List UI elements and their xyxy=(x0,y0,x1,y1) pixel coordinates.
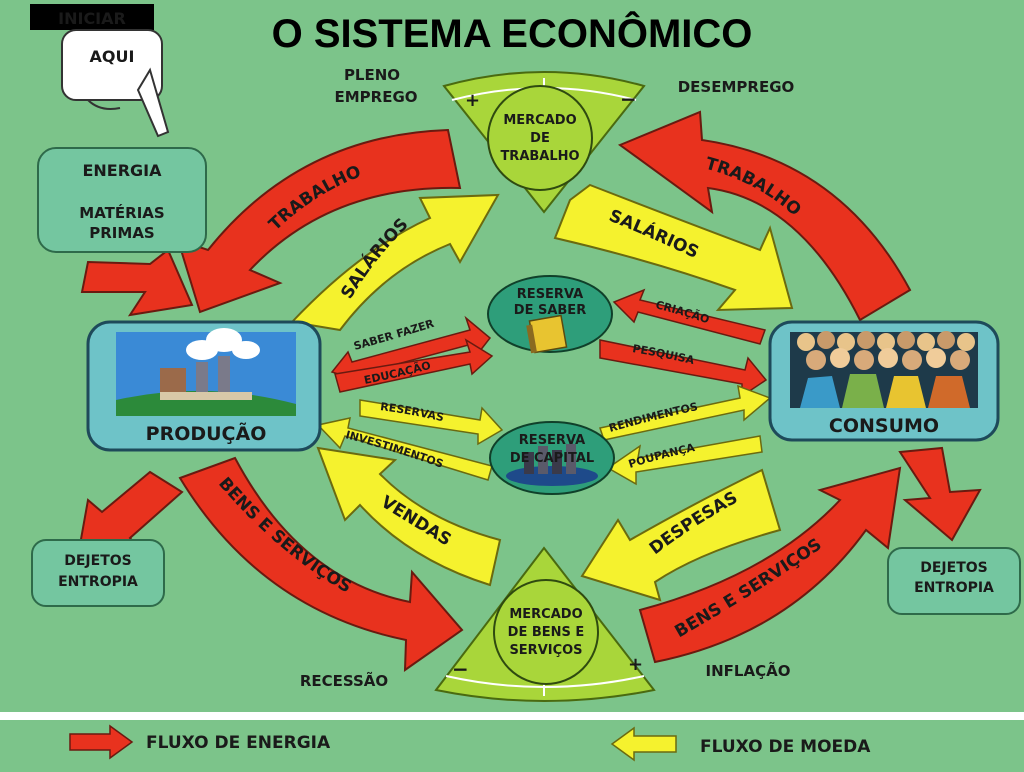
arrow-energia-in xyxy=(82,250,192,315)
desemprego-label: DESEMPREGO xyxy=(678,78,795,96)
goods-minus: − xyxy=(452,657,469,681)
waste-left-line1: DEJETOS xyxy=(64,553,132,569)
waste-right-line2: ENTROPIA xyxy=(914,580,994,596)
arrow-dejetos-right xyxy=(900,448,980,540)
knowledge-line2: DE SABER xyxy=(514,303,586,318)
labor-plus: + xyxy=(465,90,480,111)
labor-minus: − xyxy=(620,87,637,111)
materias-label: MATÉRIAS xyxy=(79,203,164,222)
legend-energy-arrow xyxy=(70,726,132,758)
emprego-label: EMPREGO xyxy=(334,88,417,106)
goods-market-line1: MERCADO xyxy=(509,607,582,622)
labor-market-line2: DE xyxy=(530,131,550,146)
knowledge-line1: RESERVA xyxy=(517,287,583,302)
waste-box-left xyxy=(32,540,164,606)
goods-market-line2: DE BENS E xyxy=(508,625,585,640)
energia-label: ENERGIA xyxy=(82,161,162,180)
capital-line2: DE CAPITAL xyxy=(510,451,594,466)
labor-market-line3: TRABALHO xyxy=(500,149,579,164)
recessao-label: RECESSÃO xyxy=(300,671,388,690)
arrow-trabalho-left xyxy=(178,130,460,312)
legend-energy-label: FLUXO DE ENERGIA xyxy=(146,733,331,753)
pleno-label: PLENO xyxy=(344,66,400,84)
capital-line1: RESERVA xyxy=(519,433,585,448)
inflacao-label: INFLAÇÃO xyxy=(706,661,791,680)
waste-right-line1: DEJETOS xyxy=(920,560,988,576)
legend-money-label: FLUXO DE MOEDA xyxy=(700,737,871,757)
legend-money-arrow xyxy=(612,728,676,760)
production-label: PRODUÇÃO xyxy=(146,421,267,445)
primas-label: PRIMAS xyxy=(89,224,154,242)
consumption-label: CONSUMO xyxy=(829,415,939,437)
legend-divider xyxy=(0,712,1024,720)
page-title: O SISTEMA ECONÔMICO xyxy=(0,12,1024,57)
labor-market-line1: MERCADO xyxy=(503,113,576,128)
waste-left-line2: ENTROPIA xyxy=(58,574,138,590)
goods-market-line3: SERVIÇOS xyxy=(509,643,582,658)
goods-plus: + xyxy=(628,654,643,675)
